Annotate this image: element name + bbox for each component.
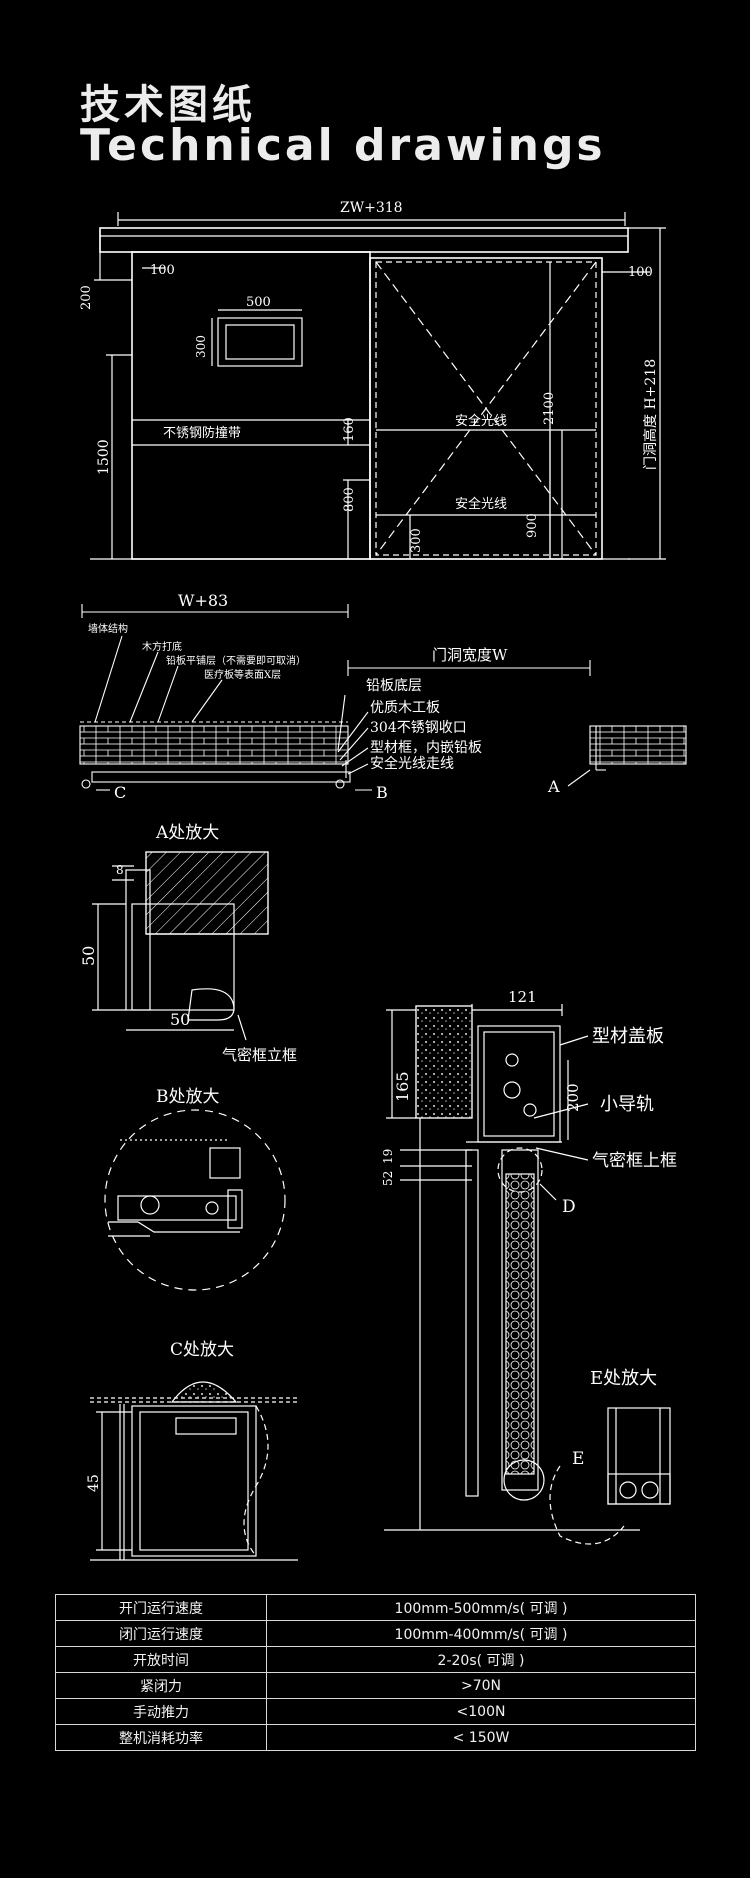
marker-c: C: [114, 783, 126, 802]
page-title-cn: 技术图纸: [80, 82, 256, 128]
table-row: 手动推力 <100N: [55, 1698, 696, 1725]
side-dim-19: 19: [381, 1149, 395, 1164]
marker-d: D: [562, 1197, 576, 1217]
technical-drawing: ZW+318 100 200 500 300 1500 不锈钢防撞带 160 8…: [79, 200, 687, 1561]
label-stainless: 304不锈钢收口: [370, 720, 467, 736]
detail-c: [90, 1381, 298, 1561]
marker-b: B: [376, 783, 388, 802]
dim-300-window: 300: [194, 335, 208, 358]
detail-a: [92, 851, 269, 1041]
detail-e: [607, 1407, 671, 1505]
plan-section: [79, 604, 687, 791]
table-row: 开放时间 2-20s( 可调 ): [55, 1646, 696, 1673]
detail-b-title: B处放大: [156, 1087, 220, 1107]
strip-label: 不锈钢防撞带: [163, 425, 241, 441]
spec-value: 2-20s( 可调 ): [266, 1646, 696, 1673]
label-lead-layer: 铅板平铺层（不需要即可取消）: [166, 654, 306, 667]
safety-beam-upper: 安全光线: [455, 413, 507, 429]
spec-value: <100N: [266, 1698, 696, 1725]
label-wall: 墙体结构: [88, 622, 128, 635]
table-row: 整机消耗功率 < 150W: [55, 1724, 696, 1751]
dim-100-right: 100: [628, 265, 653, 280]
spec-value: 100mm-400mm/s( 可调 ): [266, 1620, 696, 1647]
page-title-en: Technical drawings: [80, 120, 606, 171]
dim-160: 160: [342, 417, 357, 442]
spec-name: 开门运行速度: [55, 1594, 267, 1621]
dim-1500: 1500: [96, 439, 112, 475]
label-small-rail: 小导轨: [600, 1094, 654, 1115]
detail-a-title: A处放大: [155, 823, 219, 843]
detail-c-title: C处放大: [170, 1340, 234, 1360]
label-beam-route: 安全光线走线: [370, 755, 454, 772]
detail-a-label: 气密框立框: [222, 1046, 297, 1064]
detail-a-labels: A处放大 8 50 50 气密框立框: [79, 823, 297, 1064]
label-frame-lead: 型材框，内嵌铅板: [370, 740, 482, 756]
side-dim-165: 165: [393, 1071, 412, 1102]
label-plywood: 优质木工板: [370, 700, 440, 716]
detail-c-labels: C处放大 45: [86, 1340, 234, 1492]
detail-e-title: E处放大: [590, 1368, 657, 1389]
opening-width-label: 门洞宽度W: [432, 646, 508, 664]
dim-900: 900: [525, 513, 540, 538]
spec-name: 手动推力: [55, 1698, 267, 1725]
spec-name: 紧闭力: [55, 1672, 267, 1699]
dim-100-left: 100: [150, 263, 175, 278]
side-section: [384, 1004, 640, 1545]
table-row: 闭门运行速度 100mm-400mm/s( 可调 ): [55, 1620, 696, 1647]
side-dim-121: 121: [508, 988, 537, 1006]
side-dim-200: 200: [564, 1083, 582, 1112]
detail-a-dim-50-v: 50: [79, 946, 98, 966]
plan-labels: W+83 门洞宽度W 墙体结构 木方打底 铅板平铺层（不需要即可取消） 医疗板等…: [88, 591, 560, 802]
detail-a-dim-8: 8: [116, 863, 124, 877]
marker-a: A: [547, 777, 560, 796]
dim-300-bottom: 300: [409, 528, 424, 553]
label-profile-cover: 型材盖板: [592, 1026, 664, 1047]
dim-500: 500: [246, 295, 271, 310]
spec-value: >70N: [266, 1672, 696, 1699]
dim-w83: W+83: [178, 591, 228, 610]
spec-table: 开门运行速度 100mm-500mm/s( 可调 ) 闭门运行速度 100mm-…: [55, 1594, 696, 1751]
marker-e: E: [572, 1449, 584, 1469]
dim-2100: 2100: [542, 392, 557, 425]
spec-value: < 150W: [266, 1724, 696, 1751]
elevation-labels: ZW+318 100 200 500 300 1500 不锈钢防撞带 160 8…: [79, 200, 659, 553]
dim-zw318: ZW+318: [340, 200, 403, 216]
spec-name: 闭门运行速度: [55, 1620, 267, 1647]
safety-beam-lower: 安全光线: [455, 496, 507, 512]
label-wood: 木方打底: [142, 640, 182, 653]
detail-a-dim-50-h: 50: [170, 1010, 190, 1029]
spec-name: 整机消耗功率: [55, 1724, 267, 1751]
dim-800: 800: [342, 487, 357, 512]
label-airtight-top-frame: 气密框上框: [592, 1151, 677, 1171]
table-row: 紧闭力 >70N: [55, 1672, 696, 1699]
dim-200: 200: [79, 285, 94, 310]
detail-c-dim-45: 45: [86, 1474, 102, 1492]
spec-name: 开放时间: [55, 1646, 267, 1673]
label-medical-board: 医疗板等表面X层: [204, 668, 281, 681]
detail-b: [104, 1109, 286, 1291]
spec-value: 100mm-500mm/s( 可调 ): [266, 1594, 696, 1621]
opening-height-label: 门洞高度 H+218: [642, 359, 659, 470]
label-lead-base: 铅板底层: [366, 678, 422, 694]
table-row: 开门运行速度 100mm-500mm/s( 可调 ): [55, 1594, 696, 1621]
side-section-labels: 121 165 200 19 52 型材盖板 小导轨 气密框上框 D E: [381, 988, 677, 1469]
side-dim-52: 52: [381, 1171, 395, 1186]
door-elevation: [90, 212, 666, 560]
